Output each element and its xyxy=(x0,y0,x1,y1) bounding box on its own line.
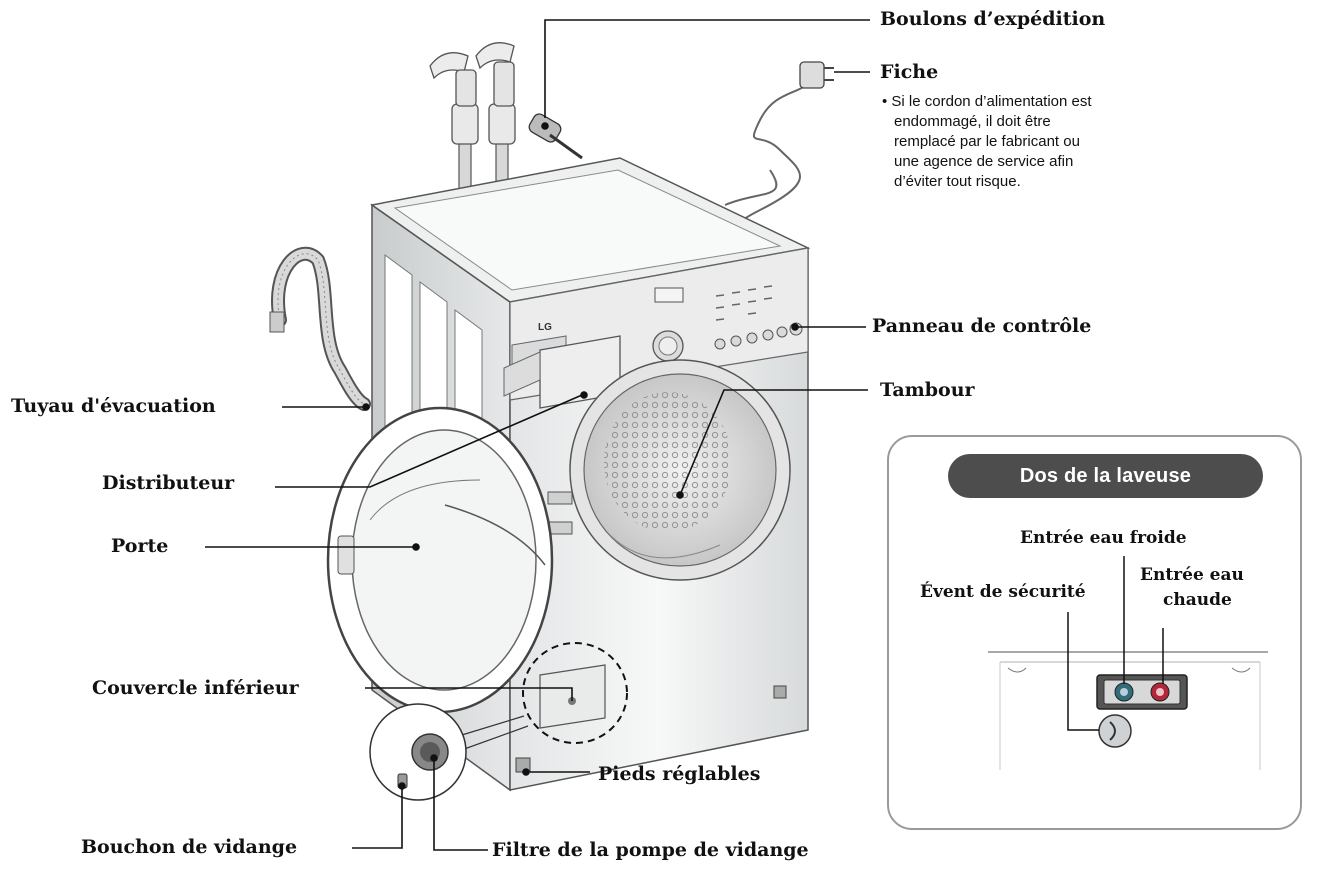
label-hot-inlet-line1: Entrée eau xyxy=(1140,567,1244,584)
plug-note: • Si le cordon d’alimentation est endomm… xyxy=(882,92,1092,192)
shipping-bolt xyxy=(527,112,582,158)
plug-note-line: remplacé par le fabricant ou xyxy=(882,132,1092,152)
label-plug: Fiche xyxy=(880,63,938,82)
label-door: Porte xyxy=(111,537,168,556)
drain-hose xyxy=(270,254,364,404)
plug-note-line: endommagé, il doit être xyxy=(882,112,1092,132)
inset-title: Dos de la laveuse xyxy=(948,454,1263,498)
label-drum: Tambour xyxy=(880,381,975,400)
label-drain-hose: Tuyau d'évacuation xyxy=(11,397,216,416)
label-shipping-bolts: Boulons d’expédition xyxy=(880,10,1105,29)
label-control-panel: Panneau de contrôle xyxy=(872,317,1091,336)
plug-note-line: une agence de service afin xyxy=(882,152,1092,172)
label-dispenser: Distributeur xyxy=(102,474,234,493)
plug-note-line: • Si le cordon d’alimentation est xyxy=(882,92,1092,112)
label-drain-plug: Bouchon de vidange xyxy=(81,838,297,857)
plug-note-line: d’éviter tout risque. xyxy=(882,172,1092,192)
label-lower-cover: Couvercle inférieur xyxy=(92,679,299,698)
label-cold-inlet: Entrée eau froide xyxy=(1020,530,1187,547)
label-adjustable-feet: Pieds réglables xyxy=(598,765,760,784)
brand-logo: LG xyxy=(538,322,552,333)
label-drain-pump-filter: Filtre de la pompe de vidange xyxy=(492,841,809,860)
label-hot-inlet-line2: chaude xyxy=(1163,592,1232,609)
label-safety-vent: Évent de sécurité xyxy=(920,584,1086,601)
